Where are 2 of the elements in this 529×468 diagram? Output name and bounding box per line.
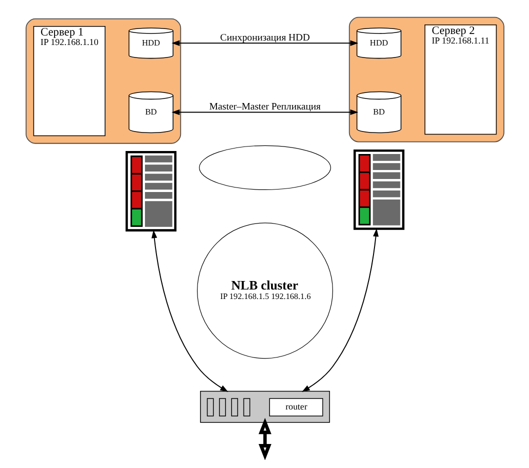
edge-label: Синхронизация HDD bbox=[220, 32, 310, 44]
edge-label: Master–Master Репликация bbox=[208, 101, 320, 112]
